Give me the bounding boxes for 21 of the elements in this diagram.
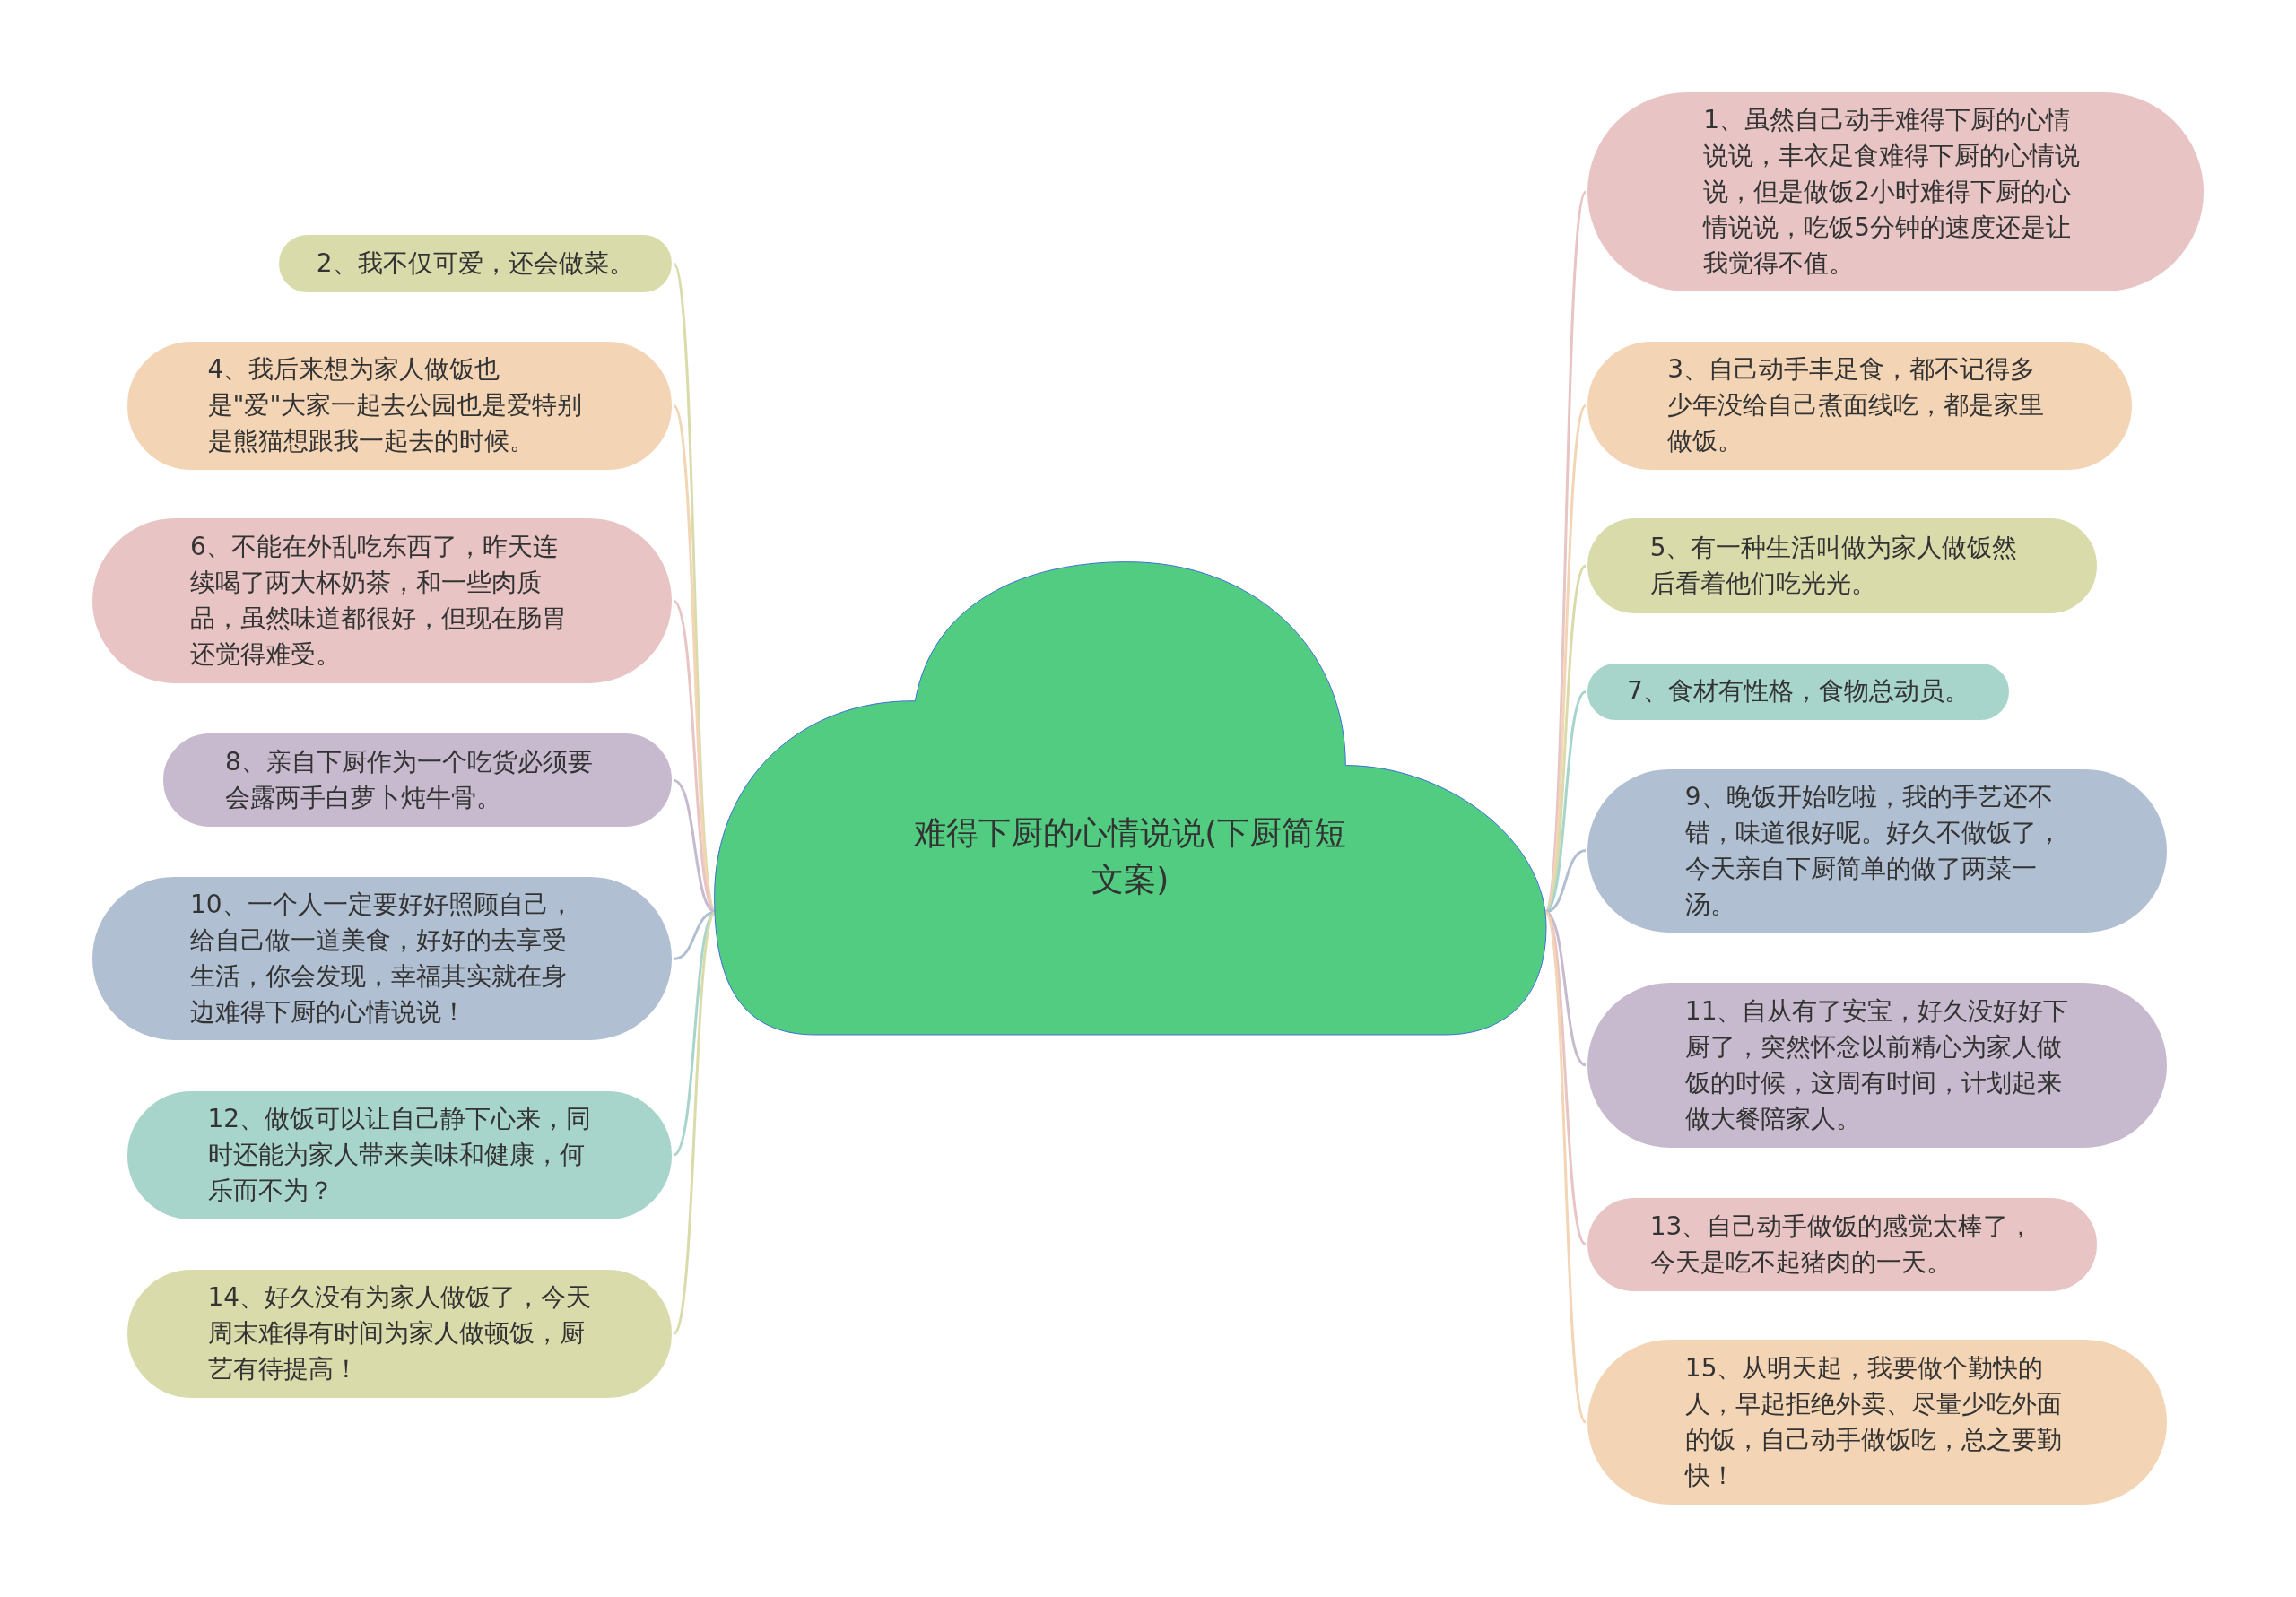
- topic-text: 难得下厨的心情说说(下厨简短文案): [913, 812, 1348, 899]
- topic-pill: 3、自己动手丰足食，都不记得多少年没给自己煮面线吃，都是家里做饭。: [1586, 339, 2134, 472]
- topic-pill: 10、一个人一定要好好照顾自己，给自己做一道美食，好好的去享受生活，你会发现，幸福其实就在身边难得下厨的心情说说！: [91, 875, 674, 1043]
- connector-line: [1544, 404, 1587, 913]
- topic-pill: 7、食材有性格，食物总动员。: [1586, 661, 2011, 722]
- topic-pill: 1、虽然自己动手难得下厨的心情说说，丰衣足食难得下厨的心情说说，但是做饭2小时难得下厨的心情说说，吃饭5分钟的速度还是让我觉得不值。: [1586, 91, 2205, 293]
- topic-pill: 9、晚饭开始吃啦，我的手艺还不错，味道很好呢。好久不做饭了，今天亲自下厨简单的做了两菜一汤。: [1586, 767, 2169, 934]
- topic-pill: 15、从明天起，我要做个勤快的人，早起拒绝外卖、尽量少吃外面的饭，自己动手做饭吃，总之要勤快！: [1586, 1338, 2169, 1506]
- topic-pill: 14、好久没有为家人做饭了，今天周末难得有时间为家人做顿饭，厨艺有待提高！: [126, 1267, 674, 1400]
- connector-line: [1544, 849, 1587, 914]
- topic-pill: 11、自从有了安宝，好久没好好下厨了，突然怀念以前精心为家人做饭的时候，这周有时间，计划起来做大餐陪家人。: [1586, 980, 2169, 1150]
- topic-pill: 4、我后来想为家人做饭也是"爱"大家一起去公园也是爱特别是熊猫想跟我一起去的时候。: [126, 339, 674, 472]
- topic-pill: 8、亲自下厨作为一个吃货必须要会露两手白萝卜炖牛骨。: [161, 732, 674, 829]
- topic-pill: 12、做饭可以让自己静下心来，同时还能为家人带来美味和健康，何乐而不为？: [126, 1089, 674, 1221]
- topic-pill: 13、自己动手做饭的感觉太棒了，今天是吃不起猪肉的一天。: [1586, 1195, 2099, 1293]
- connector-line: [1544, 911, 1587, 1423]
- connector-line: [1544, 690, 1587, 914]
- topic-pill: 6、不能在外乱吃东西了，昨天连续喝了两大杯奶茶，和一些肉质品，虽然味道都很好，但现在肠胃还觉得难受。: [91, 516, 674, 686]
- topic-pill: 5、有一种生活叫做为家人做饭然后看着他们吃光光。: [1586, 516, 2099, 615]
- topic-pill: 2、我不仅可爱，还会做菜。: [276, 232, 674, 295]
- connector-line: [673, 778, 717, 914]
